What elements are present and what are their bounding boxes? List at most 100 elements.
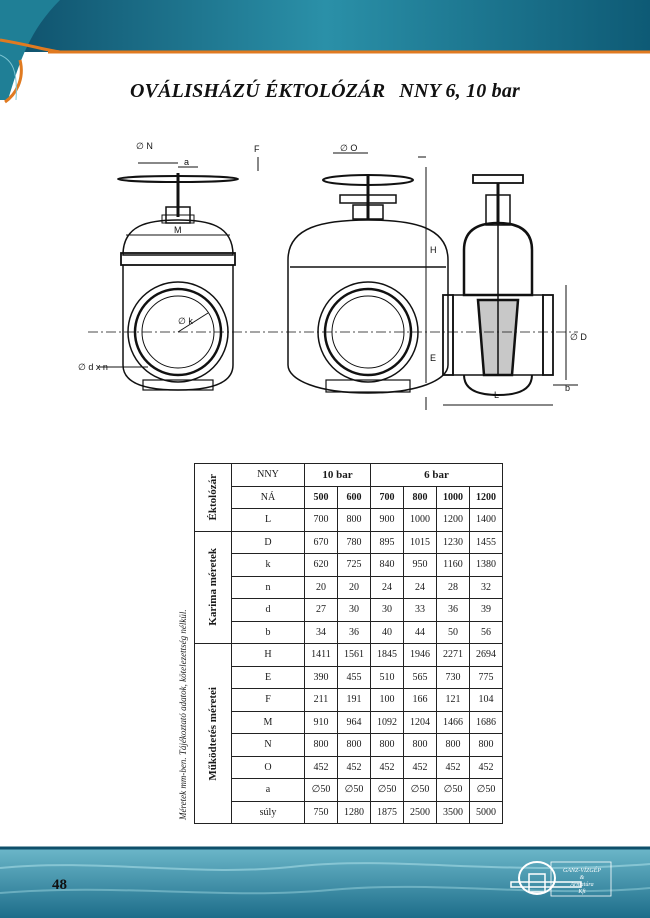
dim-d: ∅ D [570, 332, 587, 342]
row-label: a [231, 778, 305, 802]
table-cell: 2694 [469, 643, 503, 667]
table-cell: 800 [469, 733, 503, 757]
table-cell: 780 [337, 530, 371, 554]
table-cell: 1200 [436, 508, 470, 532]
row-label: M [231, 710, 305, 734]
table-cell: 910 [304, 710, 338, 734]
title-main: OVÁLISHÁZÚ ÉKTOLÓZÁR [129, 80, 386, 102]
logo-line-1: GANZ-VÍZGÉP [563, 868, 601, 874]
page-title: OVÁLISHÁZÚ ÉKTOLÓZÁR NNY 6, 10 bar [0, 80, 650, 103]
table-cell: ∅50 [304, 778, 338, 802]
footer-water-band [0, 846, 650, 918]
section-mukodtetes: Működtetés méretei [194, 643, 232, 824]
table-cell: 964 [337, 710, 371, 734]
valve-technical-drawing: ∅ N a F ∅ O M H ∅ k E ∅ D b L ∅ d x n [78, 141, 587, 410]
dim-h: H [430, 245, 437, 255]
section-karima: Karima méretek [194, 530, 232, 644]
table-cell: 725 [337, 553, 371, 577]
table-cell: 1686 [469, 710, 503, 734]
dim-dxn: ∅ d x n [78, 362, 108, 372]
table-cell: 1466 [436, 710, 470, 734]
table-cell: ∅50 [436, 778, 470, 802]
table-cell: 1946 [403, 643, 437, 667]
table-cell: 800 [337, 508, 371, 532]
table-cell: 24 [370, 575, 404, 599]
dim-k: ∅ k [178, 316, 193, 326]
front-view-1 [98, 162, 239, 391]
row-label: H [231, 643, 305, 667]
table-cell: 36 [337, 620, 371, 644]
table-cell: 40 [370, 620, 404, 644]
table-cell: 36 [436, 598, 470, 622]
table-cell: 455 [337, 665, 371, 689]
group-6bar: 6 bar [370, 463, 503, 487]
table-cell: 20 [304, 575, 338, 599]
table-cell: ∅50 [403, 778, 437, 802]
row-label: d [231, 598, 305, 622]
table-cell: 840 [370, 553, 404, 577]
table-cell: 775 [469, 665, 503, 689]
table-cell: 104 [469, 688, 503, 712]
table-cell: 800 [403, 485, 437, 509]
table-cell: 1200 [469, 485, 503, 509]
dim-f: F [254, 144, 260, 154]
table-cell: 1092 [370, 710, 404, 734]
table-cell: 1230 [436, 530, 470, 554]
table-cell: 565 [403, 665, 437, 689]
dim-m: M [174, 225, 182, 235]
table-cell: 670 [304, 530, 338, 554]
table-cell: 510 [370, 665, 404, 689]
table-cell: 1411 [304, 643, 338, 667]
table-cell: 3500 [436, 800, 470, 824]
table-cell: 20 [337, 575, 371, 599]
dim-l: L [494, 390, 499, 400]
dim-o: ∅ O [340, 143, 357, 153]
row-label: N [231, 733, 305, 757]
table-cell: 600 [337, 485, 371, 509]
row-label: NÁ [231, 485, 305, 509]
table-cell: 191 [337, 688, 371, 712]
title-spec: NNY 6, 10 bar [399, 80, 521, 102]
table-cell: ∅50 [370, 778, 404, 802]
ganz-vizgep-logo [510, 861, 612, 897]
row-label: D [231, 530, 305, 554]
table-cell: 56 [469, 620, 503, 644]
table-cell: 32 [469, 575, 503, 599]
table-cell: 800 [337, 733, 371, 757]
table-cell: 121 [436, 688, 470, 712]
logo-text: GANZ-VÍZGÉP & Armatúra Kft [552, 868, 612, 896]
table-cell: 800 [403, 733, 437, 757]
table-cell: 800 [370, 733, 404, 757]
table-cell: 5000 [469, 800, 503, 824]
table-cell: 30 [337, 598, 371, 622]
table-cell: 1380 [469, 553, 503, 577]
section-ektolozar: Éktolózár [194, 463, 232, 532]
table-cell: 730 [436, 665, 470, 689]
table-cell: 1455 [469, 530, 503, 554]
table-cell: 750 [304, 800, 338, 824]
table-cell: 452 [436, 755, 470, 779]
dimensions-note: Méretek mm-ben. Tájékoztató adatok, köte… [178, 609, 188, 820]
table-cell: 2271 [436, 643, 470, 667]
table-cell: 500 [304, 485, 338, 509]
table-cell: 1000 [436, 485, 470, 509]
group-10bar: 10 bar [304, 463, 371, 487]
row-label: súly [231, 800, 305, 824]
table-cell: 452 [469, 755, 503, 779]
table-cell: 100 [370, 688, 404, 712]
table-cell: 44 [403, 620, 437, 644]
table-cell: 1280 [337, 800, 371, 824]
table-cell: 1000 [403, 508, 437, 532]
table-cell: 1015 [403, 530, 437, 554]
row-label: b [231, 620, 305, 644]
table-cell: 700 [370, 485, 404, 509]
